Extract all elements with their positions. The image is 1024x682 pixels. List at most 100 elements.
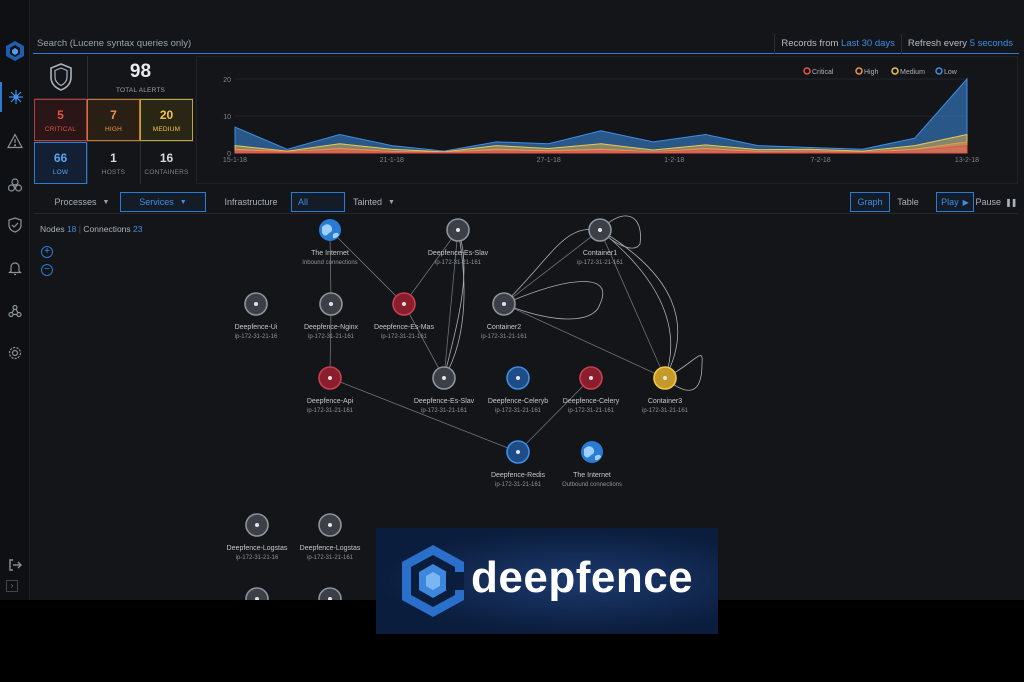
critical-alerts-card[interactable]: 5 CRITICAL	[34, 99, 87, 141]
node-label: Deepfence-Celeryb	[488, 398, 548, 405]
node-sublabel: ip-172-31-21-161	[307, 555, 354, 561]
total-alerts-card[interactable]: 98 TOTAL ALERTS	[87, 56, 194, 98]
webhook-icon	[8, 304, 22, 318]
containers-card[interactable]: 16 CONTAINERS	[140, 142, 193, 184]
y-tick-label: 20	[223, 77, 231, 84]
bell-icon	[8, 262, 22, 276]
globe-landmass	[333, 232, 339, 239]
brand-name: deepfence	[471, 553, 694, 602]
processes-label: Processes	[54, 197, 97, 207]
graph-node[interactable]: Deepfence-Es-Mas ip-172-31-21-161	[374, 292, 434, 340]
node-center-dot	[255, 523, 259, 527]
low-alerts-card[interactable]: 66 LOW	[34, 142, 87, 184]
total-alerts-count: 98	[129, 60, 152, 82]
alert-summary: 98 TOTAL ALERTS 5 CRITICAL 7 HIGH 20 MED…	[34, 56, 194, 184]
sidebar-item-notifications[interactable]	[0, 253, 30, 283]
services-dropdown[interactable]: Services▼	[120, 192, 206, 212]
node-circle	[318, 587, 342, 600]
sidebar-item-vulnerabilities[interactable]	[0, 170, 30, 200]
zoom-in-button[interactable]: +	[41, 246, 53, 258]
node-sublabel: ip-172-31-21-161	[381, 334, 428, 340]
medium-alerts-count: 20	[159, 107, 174, 122]
high-alerts-card[interactable]: 7 HIGH	[87, 99, 140, 141]
play-button[interactable]: Play ▶	[936, 192, 974, 212]
legend-marker	[803, 67, 811, 75]
medium-alerts-card[interactable]: 20 MEDIUM	[140, 99, 193, 141]
graph-edge-curve	[503, 281, 604, 320]
play-label: Play	[941, 197, 959, 207]
legend-label: Medium	[900, 69, 925, 76]
pause-label: Pause	[975, 197, 1002, 207]
sidebar-item-topology[interactable]	[0, 82, 30, 112]
graph-node[interactable]	[318, 587, 342, 600]
sidebar-item-settings[interactable]	[0, 338, 30, 368]
graph-node[interactable]: Deepfence-Celery ip-172-31-21-161	[563, 366, 620, 414]
pause-button[interactable]: Pause ❚❚	[975, 192, 1018, 212]
sidebar-item-compliance[interactable]	[0, 210, 30, 240]
pause-icon: ❚❚	[1005, 197, 1017, 207]
node-label: Deepfence-Es-Mas	[374, 324, 434, 331]
x-tick-label: 15-1-18	[223, 157, 247, 164]
node-sublabel: ip-172-31-21-16	[235, 334, 278, 340]
deepfence-logo-icon[interactable]	[4, 40, 26, 62]
refresh-interval-selector[interactable]: Refresh every 5 seconds	[902, 38, 1019, 49]
area-series-critical	[234, 145, 968, 154]
caret-down-icon: ▼	[102, 198, 110, 206]
node-label: The Internet	[311, 250, 349, 257]
x-tick-label: 13-2-18	[955, 157, 979, 164]
node-sublabel: ip-172-31-21-161	[435, 260, 482, 266]
processes-dropdown[interactable]: Processes ▼	[44, 192, 120, 212]
services-label: Services	[139, 197, 174, 207]
sidebar-expand-button[interactable]: ›	[6, 580, 18, 592]
graph-view-button[interactable]: Graph	[850, 192, 890, 212]
node-label: Deepfence-Logstas	[300, 545, 361, 552]
infrastructure-tab[interactable]: Infrastructure	[214, 192, 288, 212]
node-center-dot	[598, 228, 602, 232]
records-range-selector[interactable]: Records from Last 30 days	[775, 38, 901, 49]
node-label: Deepfence-Celery	[563, 398, 620, 405]
sidebar-item-integrations[interactable]	[0, 296, 30, 326]
graph-edge	[403, 229, 459, 305]
separator	[900, 33, 902, 54]
zoom-out-button[interactable]: −	[41, 264, 53, 276]
caret-down-icon: ▼	[388, 198, 395, 206]
play-icon: ▶	[962, 197, 969, 207]
search-input[interactable]	[33, 33, 775, 54]
node-center-dot	[402, 302, 406, 306]
graph-edge-curve	[443, 229, 465, 379]
node-center-dot	[442, 376, 446, 380]
node-sublabel: ip-172-31-21-161	[421, 408, 468, 414]
high-alerts-count: 7	[110, 107, 117, 122]
tainted-dropdown[interactable]: Tainted▼	[347, 192, 401, 212]
graph-node[interactable]: Deepfence-Logstas ip-172-31-21-161	[300, 513, 361, 561]
node-sublabel: ip-172-31-21-161	[568, 408, 615, 414]
legend-marker	[855, 67, 863, 75]
sidebar-item-alerts[interactable]	[0, 126, 30, 156]
filter-all-button[interactable]: All	[291, 192, 345, 212]
shield-icon	[49, 63, 72, 91]
graph-stats: Nodes 18 | Connections 23	[40, 224, 143, 234]
graph-node[interactable]	[245, 587, 269, 600]
node-sublabel: ip-172-31-21-16	[236, 555, 279, 561]
graph-edge	[329, 229, 332, 305]
sidebar-item-logout[interactable]	[0, 550, 30, 580]
hosts-card[interactable]: 1 HOSTS	[87, 142, 140, 184]
table-view-button[interactable]: Table	[892, 192, 924, 212]
graph-edge	[503, 229, 601, 305]
high-alerts-label: HIGH	[104, 125, 123, 133]
